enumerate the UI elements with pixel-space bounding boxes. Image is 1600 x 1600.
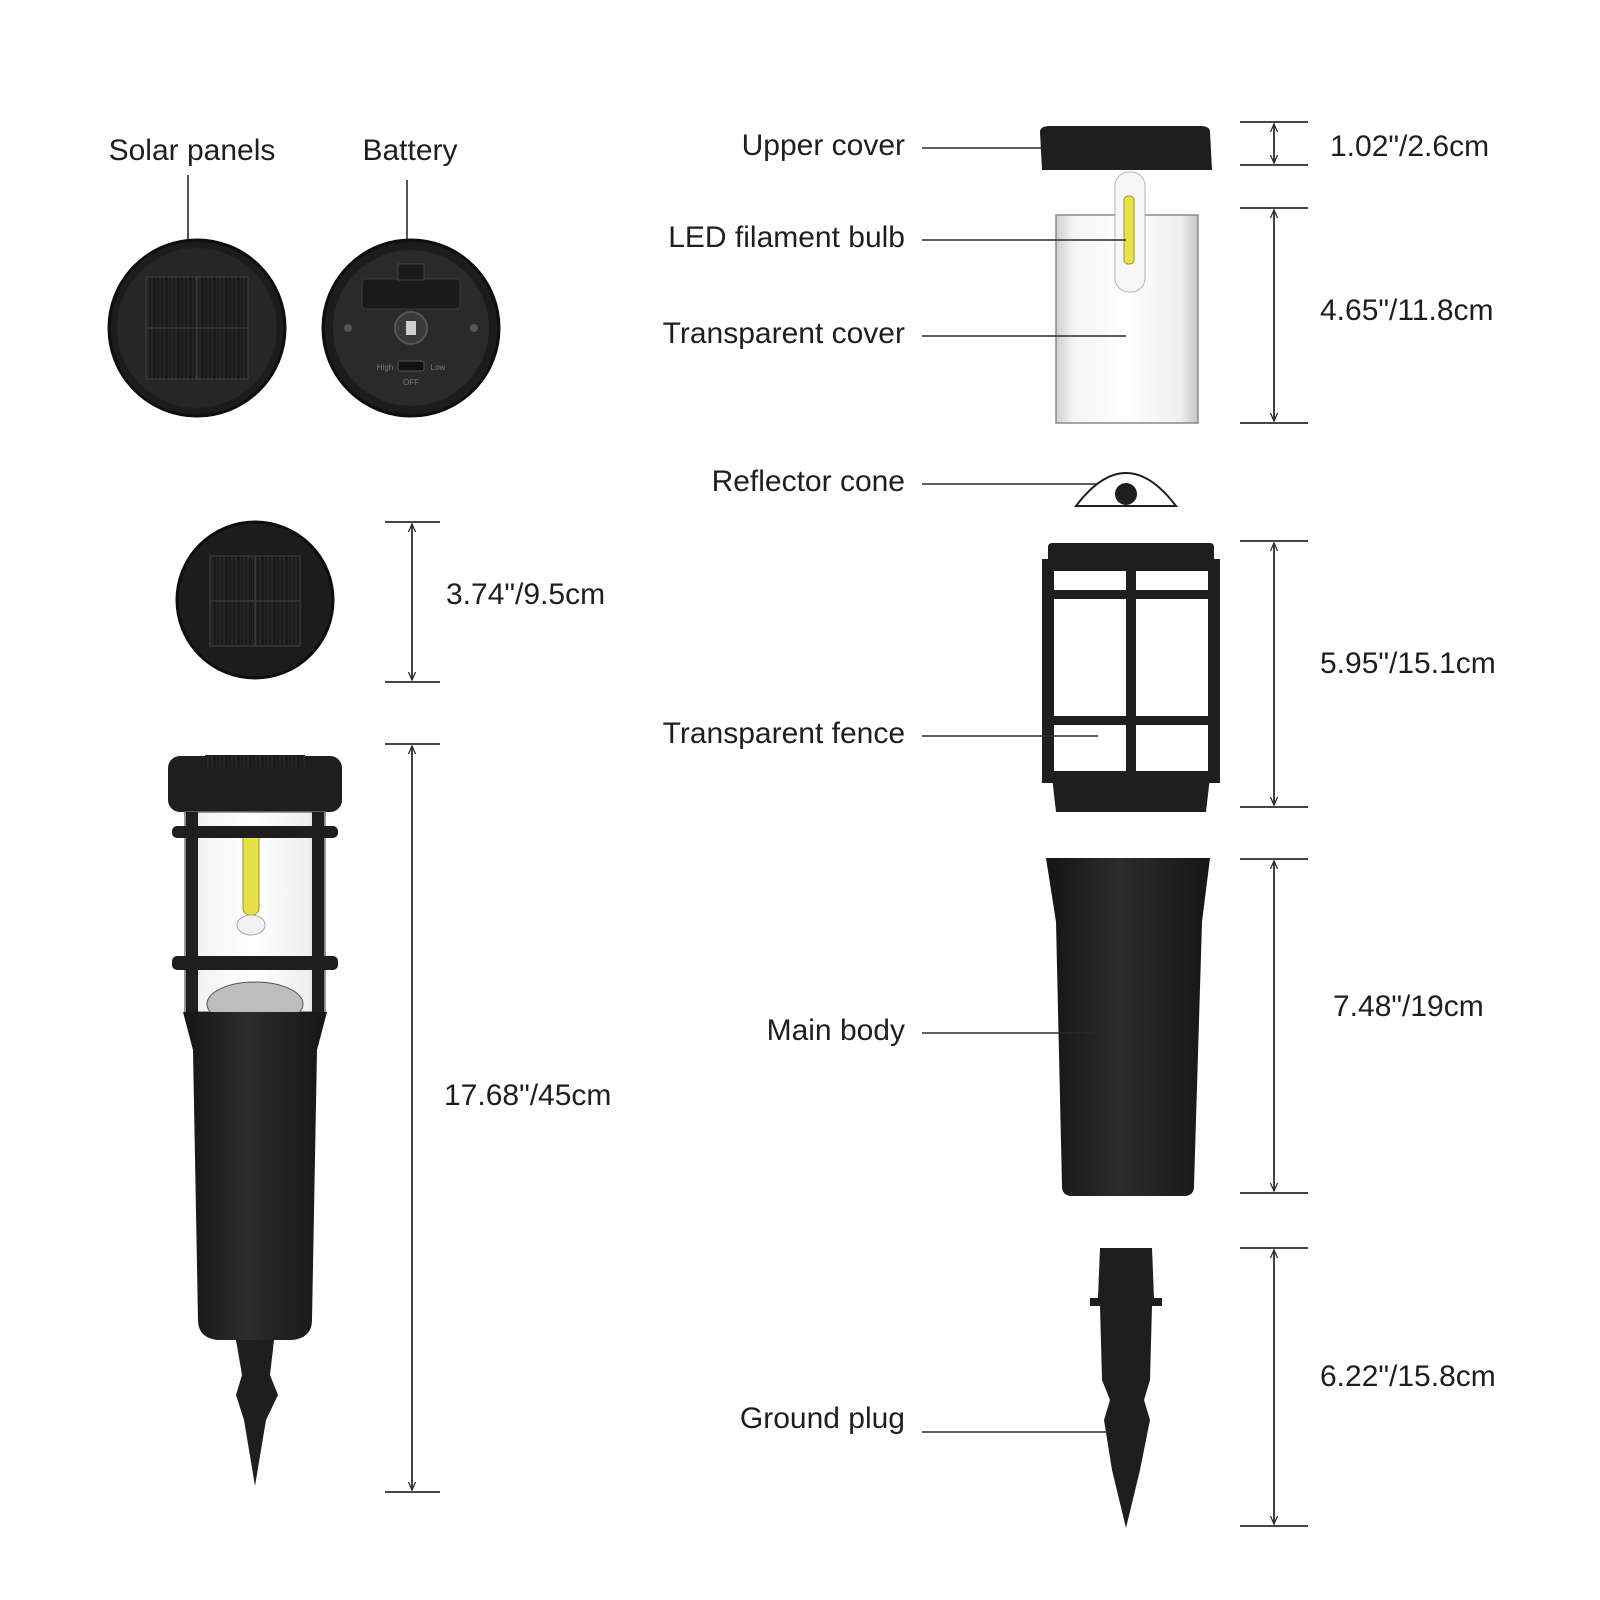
assembled-bulb-filament <box>242 829 260 916</box>
upper-cover-dimension: 1.02"/2.6cm <box>1330 130 1489 163</box>
top-diameter-value: 3.74"/9.5cm <box>446 578 605 611</box>
part-reflector-cone: Reflector cone <box>712 465 1179 507</box>
fence-bottom-ring <box>1052 777 1210 812</box>
transparent-cover-label: Transparent cover <box>663 317 905 350</box>
led-filament-bulb-label: LED filament bulb <box>668 221 905 254</box>
fence-lower-rail <box>1048 716 1214 725</box>
mode-switch <box>397 360 425 372</box>
diameter-panel-dividers <box>210 556 300 646</box>
battery-latch <box>397 263 425 281</box>
transparent-fence-label: Transparent fence <box>663 717 905 750</box>
assembled-fence-bar-left <box>186 812 198 1012</box>
solar-panels-label: Solar panels <box>109 134 276 167</box>
assembled-fence-ring-mid <box>172 956 338 970</box>
ground-plug-dimension: 6.22"/15.8cm <box>1320 1360 1496 1393</box>
part-ground-plug: Ground plug 6.22"/15.8cm <box>740 1247 1496 1528</box>
battery-screw-left <box>344 324 352 332</box>
switch-high-label: High <box>377 363 393 372</box>
ground-plug-shape <box>1090 1248 1162 1528</box>
assembled-fence-bar-right <box>312 812 324 1012</box>
upper-cover-shape <box>1040 126 1212 170</box>
total-height-value: 17.68"/45cm <box>444 1079 611 1112</box>
battery-bottom-view: Battery High Low OFF <box>321 134 501 418</box>
battery-compartment <box>361 278 461 310</box>
transparent-cover-dimension: 4.65"/11.8cm <box>1320 294 1494 327</box>
part-transparent-fence: Transparent fence 5.95"/15.1cm <box>663 540 1496 812</box>
assembled-fence-ring-top <box>172 826 338 838</box>
led-bulb-filament <box>1123 195 1135 265</box>
reflector-cone-label: Reflector cone <box>712 465 905 498</box>
part-main-body: Main body 7.48"/19cm <box>767 858 1484 1196</box>
assembled-light: 17.68"/45cm <box>168 743 611 1493</box>
switch-off-label: OFF <box>403 378 419 387</box>
main-body-dimension: 7.48"/19cm <box>1333 990 1484 1023</box>
battery-label: Battery <box>362 134 457 167</box>
cap-diameter-view: 3.74"/9.5cm <box>175 520 605 683</box>
solar-panel-top-view: Solar panels <box>107 134 287 418</box>
assembled-main-body <box>183 1012 327 1340</box>
part-upper-cover: Upper cover 1.02"/2.6cm <box>742 121 1489 170</box>
switch-low-label: Low <box>431 363 446 372</box>
main-body-label: Main body <box>767 1014 905 1047</box>
reflector-cone-center <box>1115 483 1137 505</box>
battery-screw-right <box>470 324 478 332</box>
fence-upper-rail <box>1048 590 1214 599</box>
transparent-fence-dimension: 5.95"/15.1cm <box>1320 647 1496 680</box>
ground-plug-label: Ground plug <box>740 1402 905 1435</box>
solar-panel-dividers <box>146 277 248 379</box>
assembled-ground-spike <box>236 1340 278 1486</box>
upper-cover-label: Upper cover <box>742 129 905 162</box>
fence-center-bar <box>1126 565 1136 777</box>
part-transparent-cover: LED filament bulb Transparent cover 4.65… <box>663 171 1494 424</box>
assembled-bulb-base <box>236 914 266 936</box>
assembled-solar-strip <box>205 755 305 767</box>
battery-screw-slot <box>406 321 416 335</box>
assembled-top-cap <box>168 756 342 812</box>
main-body-shape <box>1046 858 1210 1196</box>
